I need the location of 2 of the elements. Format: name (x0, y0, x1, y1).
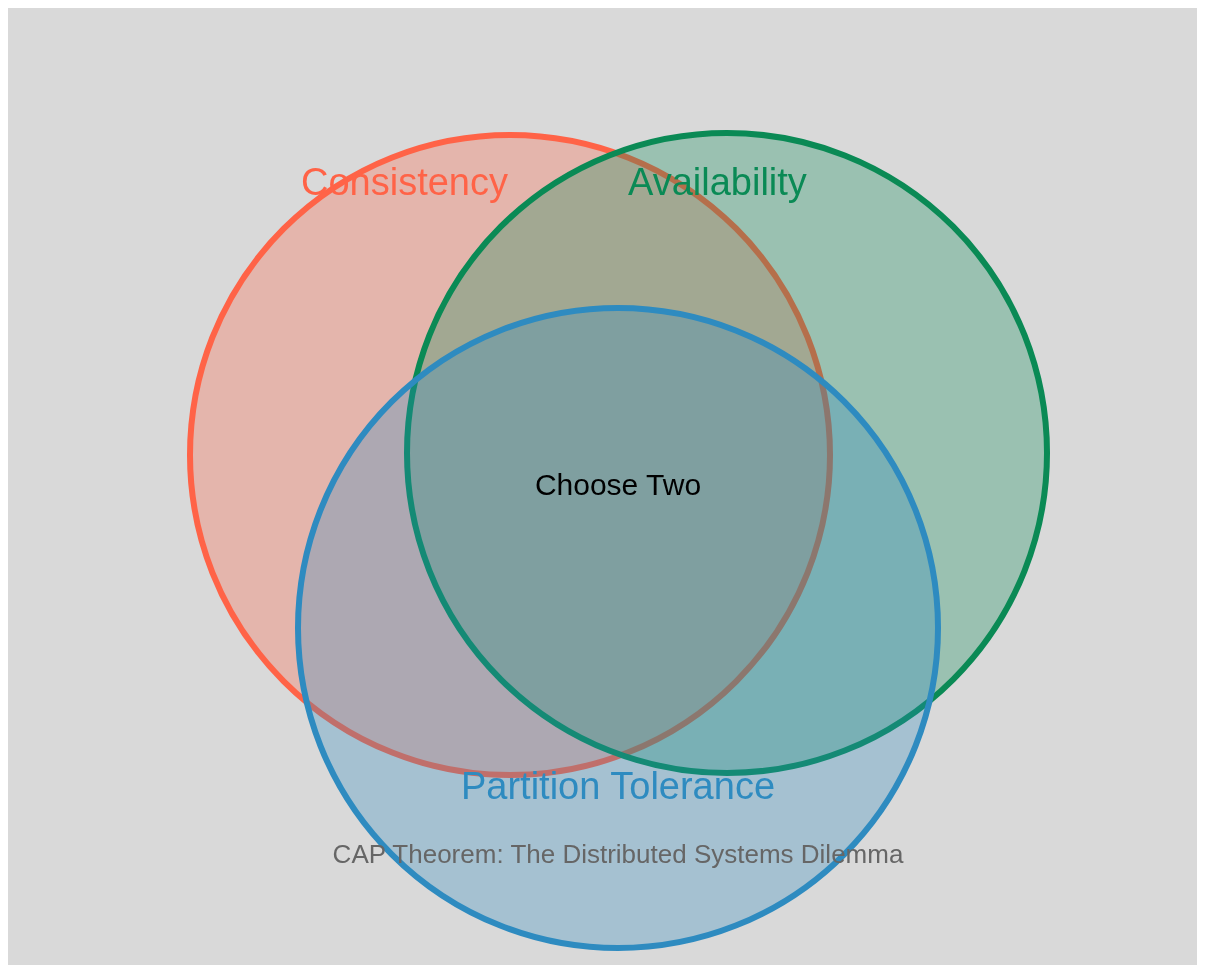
center-label: Choose Two (534, 468, 702, 502)
set-label: Partition Tolerance (461, 765, 775, 808)
